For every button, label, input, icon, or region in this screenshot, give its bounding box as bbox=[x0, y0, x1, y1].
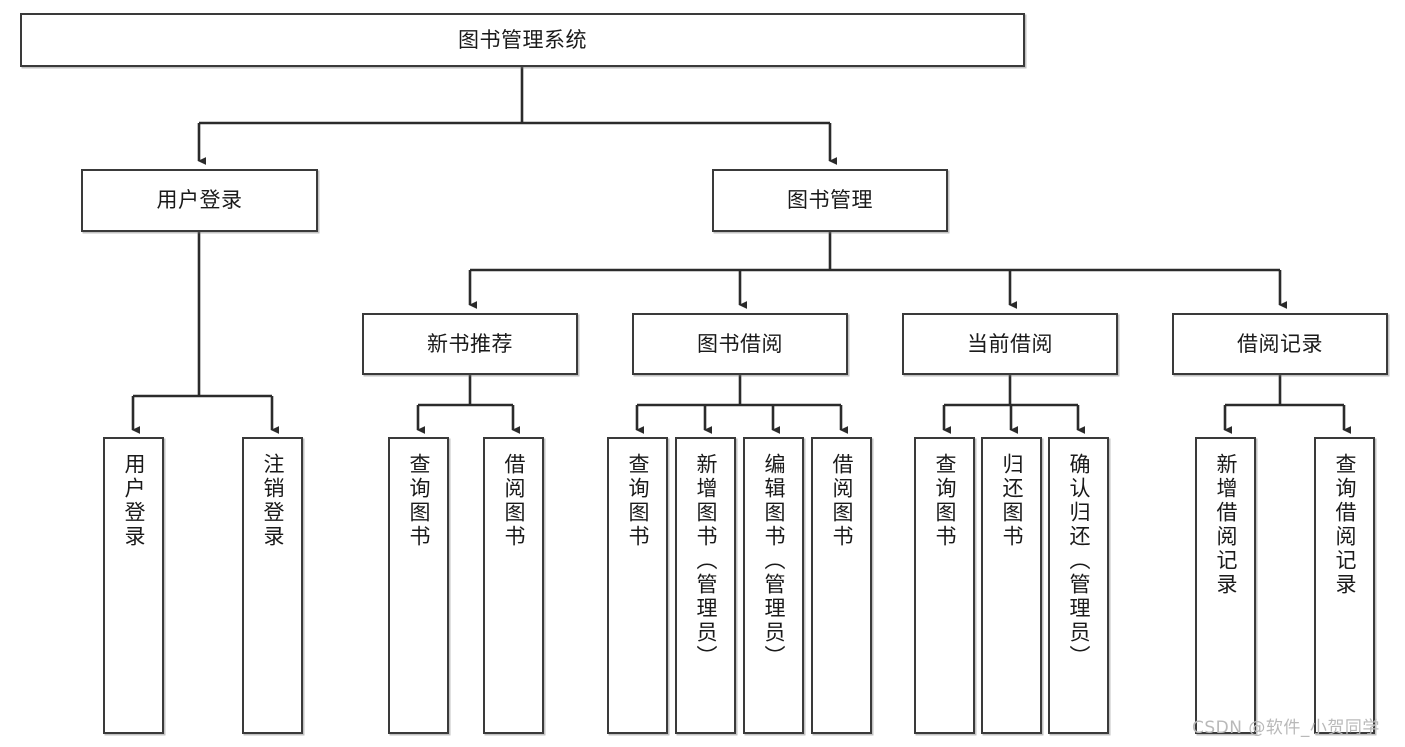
leaf-query-book-2-label: 查询图书 bbox=[626, 453, 650, 549]
leaf-borrow-book-2[interactable]: 借阅图书 bbox=[811, 437, 872, 734]
leaf-user-login-label: 用户登录 bbox=[122, 453, 146, 549]
leaf-borrow-book-1-label: 借阅图书 bbox=[502, 453, 526, 549]
leaf-logout-label: 注销登录 bbox=[261, 453, 285, 549]
leaf-logout[interactable]: 注销登录 bbox=[242, 437, 303, 734]
leaf-confirm-return[interactable]: 确认归还（管理员） bbox=[1048, 437, 1109, 734]
leaf-query-book-3[interactable]: 查询图书 bbox=[914, 437, 975, 734]
leaf-query-record-label: 查询借阅记录 bbox=[1333, 453, 1357, 597]
node-current-borrow[interactable]: 当前借阅 bbox=[902, 313, 1118, 375]
leaf-query-book-1[interactable]: 查询图书 bbox=[388, 437, 449, 734]
node-borrow-record-label: 借阅记录 bbox=[1237, 331, 1323, 356]
leaf-borrow-book-2-label: 借阅图书 bbox=[830, 453, 854, 549]
node-book-manage[interactable]: 图书管理 bbox=[712, 169, 948, 232]
node-book-borrow-label: 图书借阅 bbox=[697, 331, 783, 356]
node-root-label: 图书管理系统 bbox=[458, 27, 587, 52]
leaf-return-book-label: 归还图书 bbox=[1000, 453, 1024, 549]
leaf-add-book[interactable]: 新增图书（管理员） bbox=[675, 437, 736, 734]
leaf-add-book-label: 新增图书（管理员） bbox=[694, 453, 718, 669]
leaf-user-login[interactable]: 用户登录 bbox=[103, 437, 164, 734]
leaf-query-record[interactable]: 查询借阅记录 bbox=[1314, 437, 1375, 734]
csdn-watermark: CSDN @软件_小贺同学 bbox=[1192, 718, 1380, 738]
leaf-edit-book-label: 编辑图书（管理员） bbox=[762, 453, 786, 669]
leaf-add-record-label: 新增借阅记录 bbox=[1214, 453, 1238, 597]
leaf-query-book-3-label: 查询图书 bbox=[933, 453, 957, 549]
node-book-borrow[interactable]: 图书借阅 bbox=[632, 313, 848, 375]
node-book-manage-label: 图书管理 bbox=[787, 188, 873, 213]
leaf-query-book-2[interactable]: 查询图书 bbox=[607, 437, 668, 734]
leaf-query-book-1-label: 查询图书 bbox=[407, 453, 431, 549]
leaf-edit-book[interactable]: 编辑图书（管理员） bbox=[743, 437, 804, 734]
node-current-borrow-label: 当前借阅 bbox=[967, 331, 1053, 356]
node-new-book-recommend-label: 新书推荐 bbox=[427, 331, 513, 356]
leaf-add-record[interactable]: 新增借阅记录 bbox=[1195, 437, 1256, 734]
node-user-login[interactable]: 用户登录 bbox=[81, 169, 318, 232]
node-root[interactable]: 图书管理系统 bbox=[20, 13, 1025, 67]
leaf-return-book[interactable]: 归还图书 bbox=[981, 437, 1042, 734]
leaf-confirm-return-label: 确认归还（管理员） bbox=[1067, 453, 1091, 669]
node-user-login-label: 用户登录 bbox=[156, 188, 243, 213]
node-borrow-record[interactable]: 借阅记录 bbox=[1172, 313, 1388, 375]
node-new-book-recommend[interactable]: 新书推荐 bbox=[362, 313, 578, 375]
leaf-borrow-book-1[interactable]: 借阅图书 bbox=[483, 437, 544, 734]
